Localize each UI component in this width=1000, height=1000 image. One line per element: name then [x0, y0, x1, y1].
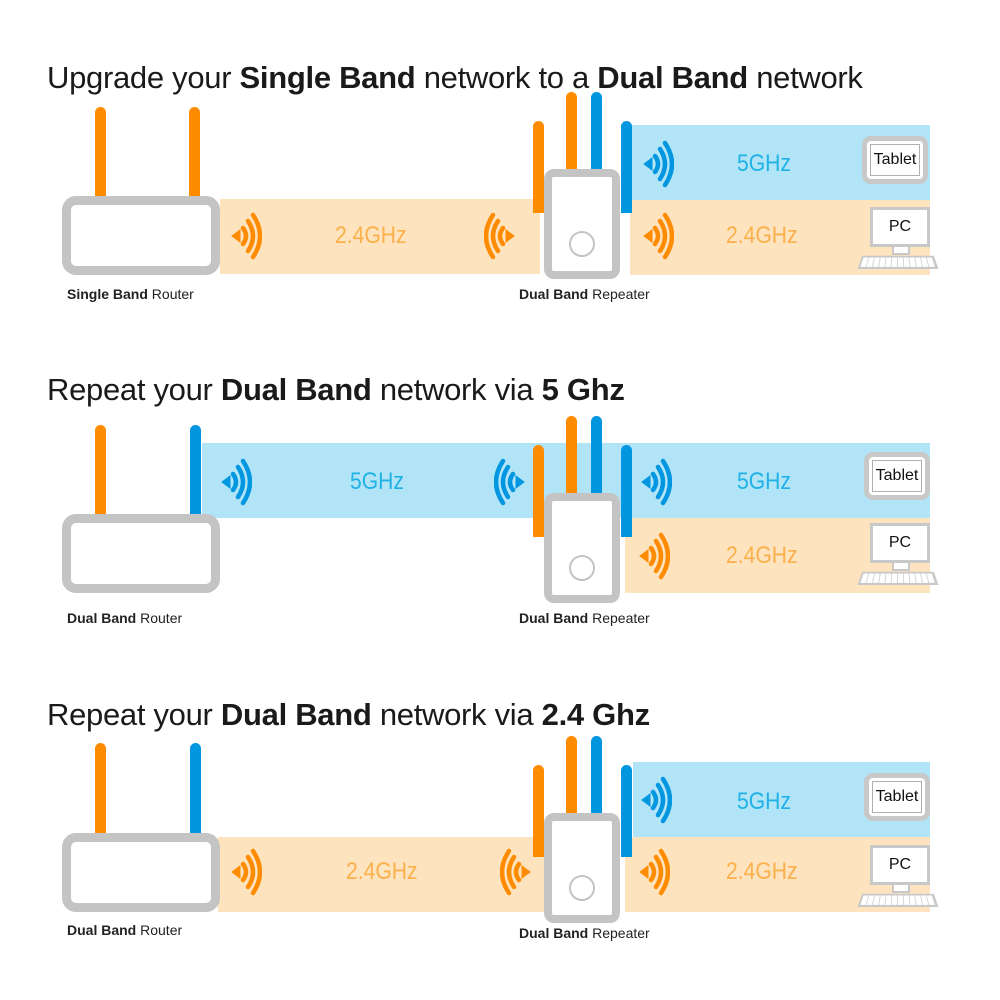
pc-label: PC — [870, 523, 930, 563]
tablet-label: Tablet — [872, 781, 922, 813]
pc-stand — [892, 885, 910, 893]
uplink-band-5ghz — [202, 443, 552, 518]
wifi-signal-icon — [640, 140, 674, 188]
band-label-5ghz: 5GHz — [737, 150, 791, 177]
antenna-24ghz — [95, 107, 106, 201]
wifi-signal-icon — [636, 532, 670, 580]
band-label-24ghz: 2.4GHz — [726, 542, 798, 569]
repeater-caption: Dual Band Repeater — [519, 286, 650, 302]
antenna-5ghz — [621, 121, 632, 213]
antenna-24ghz — [189, 107, 200, 201]
pc-device: PC — [857, 845, 939, 909]
dual-band-router — [62, 833, 220, 912]
antenna-5ghz — [591, 736, 602, 826]
antenna-5ghz — [621, 765, 632, 857]
repeater-button-icon — [569, 875, 595, 901]
antenna-24ghz — [533, 445, 544, 537]
antenna-24ghz — [533, 765, 544, 857]
keyboard-icon — [857, 255, 939, 269]
pc-device: PC — [857, 207, 939, 271]
antenna-24ghz — [566, 736, 577, 826]
pc-label: PC — [870, 207, 930, 247]
antenna-24ghz — [95, 743, 106, 836]
antenna-24ghz — [566, 92, 577, 182]
tablet-device: Tablet — [864, 452, 930, 500]
section-title: Upgrade your Single Band network to a Du… — [47, 60, 863, 95]
antenna-5ghz — [591, 92, 602, 182]
pc-stand — [892, 247, 910, 255]
band-label-5ghz: 5GHz — [350, 468, 404, 495]
tablet-label: Tablet — [870, 144, 920, 176]
wifi-signal-icon — [640, 212, 674, 260]
pc-label: PC — [870, 845, 930, 885]
tablet-device: Tablet — [862, 136, 928, 184]
repeater-button-icon — [569, 231, 595, 257]
tablet-device: Tablet — [864, 773, 930, 821]
section-title: Repeat your Dual Band network via 2.4 Gh… — [47, 697, 650, 732]
antenna-24ghz — [566, 416, 577, 506]
antenna-24ghz — [533, 121, 544, 213]
repeater-button-icon — [569, 555, 595, 581]
wifi-signal-icon — [218, 458, 252, 506]
router-caption: Dual Band Router — [67, 610, 183, 626]
repeater-caption: Dual Band Repeater — [519, 610, 650, 626]
wifi-signal-icon — [638, 776, 672, 824]
band-label-5ghz: 5GHz — [737, 788, 791, 815]
dual-band-repeater — [544, 169, 620, 279]
wifi-signal-icon — [228, 212, 262, 260]
pc-device: PC — [857, 523, 939, 587]
router-caption: Dual Band Router — [67, 922, 183, 938]
wifi-signal-icon — [484, 212, 518, 260]
keyboard-icon — [857, 571, 939, 585]
antenna-5ghz — [621, 445, 632, 537]
band-label-24ghz: 2.4GHz — [335, 222, 407, 249]
pc-stand — [892, 563, 910, 571]
band-label-24ghz: 2.4GHz — [726, 858, 798, 885]
single-band-router — [62, 196, 220, 275]
antenna-5ghz — [591, 416, 602, 506]
tablet-label: Tablet — [872, 460, 922, 492]
band-label-24ghz: 2.4GHz — [726, 222, 798, 249]
antenna-5ghz — [190, 425, 201, 518]
router-caption: Single Band Router — [67, 286, 194, 302]
antenna-24ghz — [95, 425, 106, 518]
dual-band-router — [62, 514, 220, 593]
wifi-signal-icon — [494, 458, 528, 506]
antenna-5ghz — [190, 743, 201, 836]
band-label-5ghz: 5GHz — [737, 468, 791, 495]
wifi-signal-icon — [636, 848, 670, 896]
dual-band-repeater — [544, 493, 620, 603]
wifi-signal-icon — [228, 848, 262, 896]
band-label-24ghz: 2.4GHz — [346, 858, 418, 885]
wifi-signal-icon — [500, 848, 534, 896]
wifi-signal-icon — [638, 458, 672, 506]
dual-band-repeater — [544, 813, 620, 923]
keyboard-icon — [857, 893, 939, 907]
uplink-band-24ghz — [218, 837, 552, 912]
repeater-caption: Dual Band Repeater — [519, 925, 650, 941]
section-title: Repeat your Dual Band network via 5 Ghz — [47, 372, 625, 407]
